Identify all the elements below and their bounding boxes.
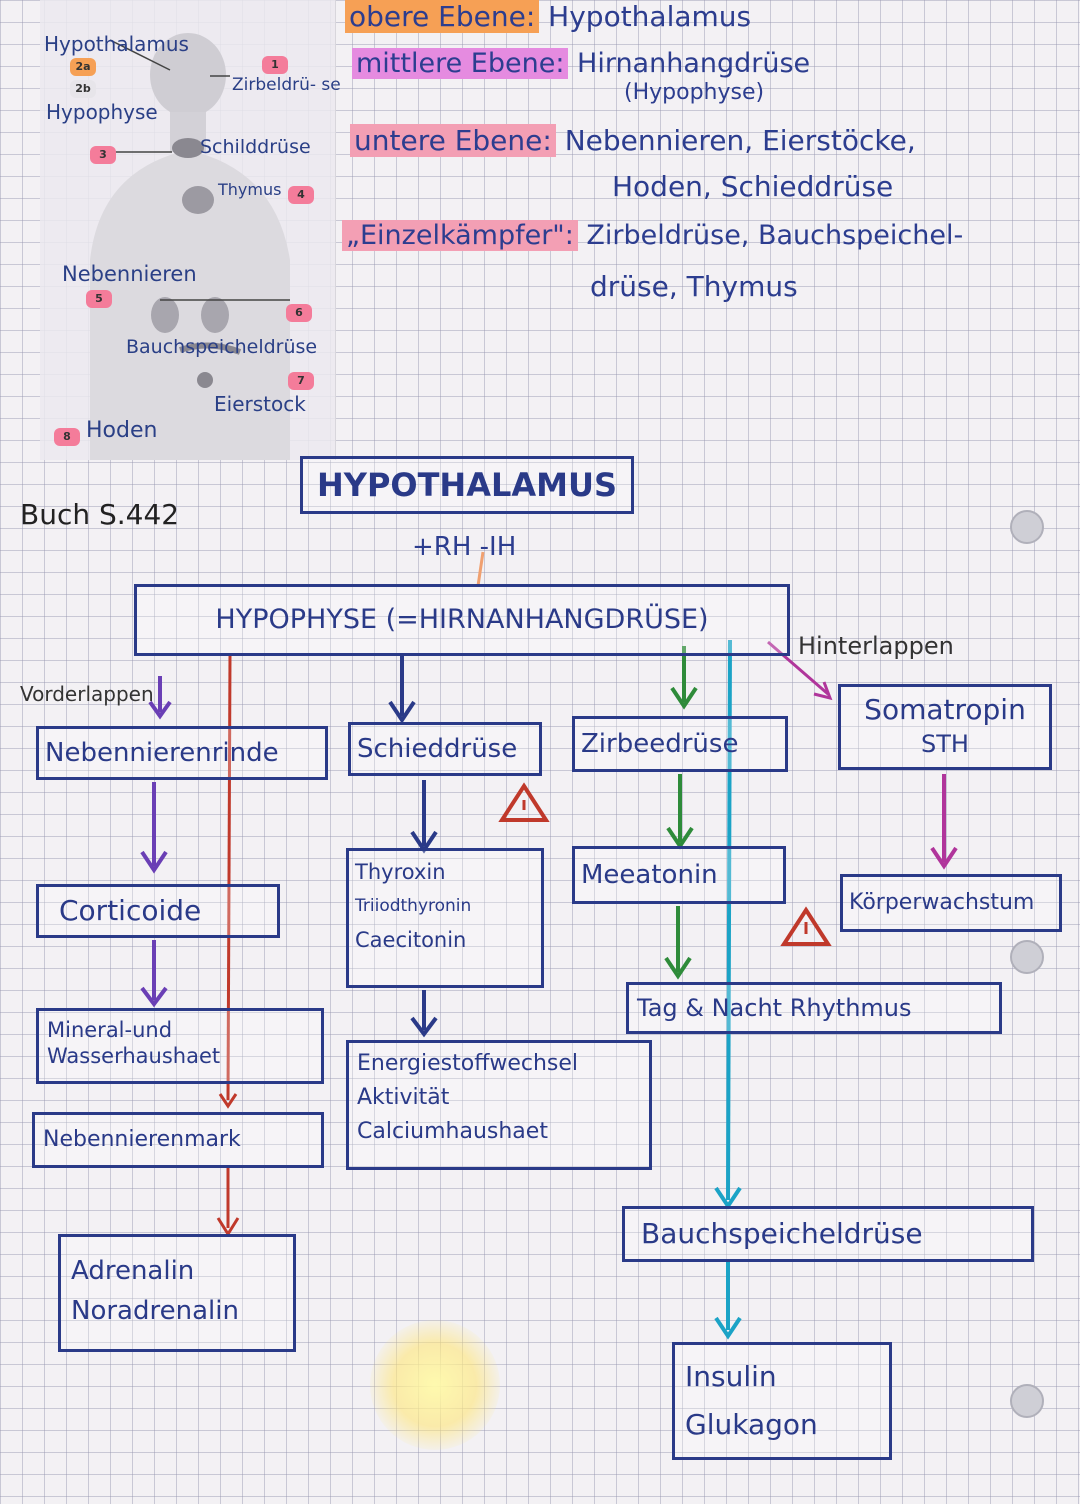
box-corticoide-text: Corticoide <box>59 894 202 927</box>
badge-1: 1 <box>262 56 288 74</box>
box-zirbeldruese-text: Zirbeedrüse <box>581 729 739 759</box>
level-untere-sub: Hoden, Schieddrüse <box>612 170 894 203</box>
punch-hole-3 <box>1010 1384 1044 1418</box>
label-zirbeldruese: Zirbeldrü- se <box>232 75 341 95</box>
box-somatropin: Somatropin STH <box>838 684 1052 770</box>
level-mittlere: mittlere Ebene: Hirnanhangdrüse <box>352 48 810 79</box>
level-einzel: „Einzelkämpfer": Zirbeldrüse, Bauchspeic… <box>342 220 963 251</box>
warning-icon <box>780 906 832 946</box>
label-vorderlappen: Vorderlappen <box>20 682 154 706</box>
box-schilddruese: Schieddrüse <box>348 722 542 776</box>
box-nebennierenmark-text: Nebennierenmark <box>43 1127 241 1152</box>
box-nebennierenrinde: Nebennierenrinde <box>36 726 328 780</box>
box-bauchspeicheldruese: Bauchspeicheldrüse <box>622 1206 1034 1262</box>
box-energie-text: Energiestoffwechsel <box>357 1051 579 1076</box>
label-hoden: Hoden <box>86 418 158 443</box>
rh-ih-label: +RH -IH <box>412 532 517 562</box>
box-melatonin-text: Meeatonin <box>581 860 718 890</box>
level-mittlere-label: mittlere Ebene: <box>352 48 569 79</box>
box-hypothalamus: HYPOTHALAMUS <box>300 456 634 514</box>
level-einzel-label: „Einzelkämpfer": <box>342 220 578 251</box>
box-hypophyse: HYPOPHYSE (=HIRNANHANGDRÜSE) <box>134 584 790 656</box>
pasted-anatomy-image: 2a 2b 1 3 4 5 6 7 8 Hypothalamus Hypophy… <box>40 0 341 460</box>
label-hypothalamus: Hypothalamus <box>44 32 189 56</box>
label-hinterlappen: Hinterlappen <box>798 632 954 660</box>
box-bauchspeicheldruese-text: Bauchspeicheldrüse <box>641 1217 923 1250</box>
box-melatonin: Meeatonin <box>572 846 786 904</box>
label-bauchspeicheldruese: Bauchspeicheldrüse <box>126 336 318 358</box>
box-koerperwachstum: Körperwachstum <box>840 874 1062 932</box>
box-energie: Energiestoffwechsel Aktivität Calciumhau… <box>346 1040 652 1170</box>
box-hypothalamus-text: HYPOTHALAMUS <box>316 466 617 504</box>
box-insulin: Insulin Glukagon <box>672 1342 892 1460</box>
badge-4: 4 <box>288 186 314 204</box>
box-calciumhaushalt-text: Calciumhaushaet <box>357 1119 548 1144</box>
label-schilddruese: Schilddrüse <box>200 136 311 158</box>
box-mineral-wasser: Mineral-und Wasserhaushaet <box>36 1008 324 1084</box>
body-silhouette <box>90 33 290 460</box>
label-nebennieren: Nebennieren <box>62 262 197 286</box>
badge-2b: 2b <box>70 80 96 98</box>
level-einzel-value: Zirbeldrüse, Bauchspeichel- <box>586 220 964 251</box>
badge-5: 5 <box>86 290 112 308</box>
box-aktivitaet-text: Aktivität <box>357 1085 450 1110</box>
box-somatropin-text: Somatropin <box>864 693 1026 726</box>
level-einzel-sub: drüse, Thymus <box>590 270 798 303</box>
label-eierstock: Eierstock <box>214 392 306 416</box>
box-nebennierenrinde-text: Nebennierenrinde <box>45 738 279 768</box>
level-obere: obere Ebene: Hypothalamus <box>345 0 751 33</box>
punch-hole-2 <box>1010 940 1044 974</box>
label-hypophyse: Hypophyse <box>46 100 158 124</box>
badge-7: 7 <box>288 372 314 390</box>
level-untere-value: Nebennieren, Eierstöcke, <box>564 124 916 157</box>
badge-6: 6 <box>286 304 312 322</box>
box-corticoide: Corticoide <box>36 884 280 938</box>
badge-3: 3 <box>90 146 116 164</box>
box-koerperwachstum-text: Körperwachstum <box>849 890 1035 915</box>
box-noradrenalin-text: Noradrenalin <box>71 1296 239 1326</box>
box-thyroxin: Thyroxin Triiodthyronin Caecitonin <box>346 848 544 988</box>
box-sth-text: STH <box>921 730 969 758</box>
light-glare <box>370 1320 500 1450</box>
box-mineral-text: Mineral-und <box>47 1018 173 1042</box>
box-wasser-text: Wasserhaushaet <box>47 1044 221 1068</box>
box-zirbeldruese: Zirbeedrüse <box>572 716 788 772</box>
box-hypophyse-text: HYPOPHYSE (=HIRNANHANGDRÜSE) <box>215 604 709 635</box>
badge-8: 8 <box>54 428 80 446</box>
badge-2a: 2a <box>70 58 96 76</box>
label-thymus: Thymus <box>218 180 282 199</box>
box-thyroxin-text: Thyroxin <box>355 860 446 884</box>
box-insulin-text: Insulin <box>685 1360 777 1393</box>
box-tag-nacht: Tag & Nacht Rhythmus <box>626 982 1002 1034</box>
box-adrenalin: Adrenalin Noradrenalin <box>58 1234 296 1352</box>
box-glukagon-text: Glukagon <box>685 1408 818 1441</box>
book-reference: Buch S.442 <box>20 498 180 531</box>
level-mittlere-sub: (Hypophyse) <box>624 80 765 105</box>
punch-hole-1 <box>1010 510 1044 544</box>
box-tag-nacht-text: Tag & Nacht Rhythmus <box>637 994 912 1022</box>
level-untere-label: untere Ebene: <box>350 124 556 157</box>
box-triiodthyronin-text: Triiodthyronin <box>355 896 472 916</box>
box-adrenalin-text: Adrenalin <box>71 1256 195 1286</box>
level-untere: untere Ebene: Nebennieren, Eierstöcke, <box>350 124 916 157</box>
level-obere-label: obere Ebene: <box>345 0 540 33</box>
box-schilddruese-text: Schieddrüse <box>357 734 518 764</box>
warning-icon <box>498 782 550 822</box>
box-calcitonin-text: Caecitonin <box>355 928 467 952</box>
level-obere-value: Hypothalamus <box>548 0 752 33</box>
box-nebennierenmark: Nebennierenmark <box>32 1112 324 1168</box>
level-mittlere-value: Hirnanhangdrüse <box>577 48 811 79</box>
